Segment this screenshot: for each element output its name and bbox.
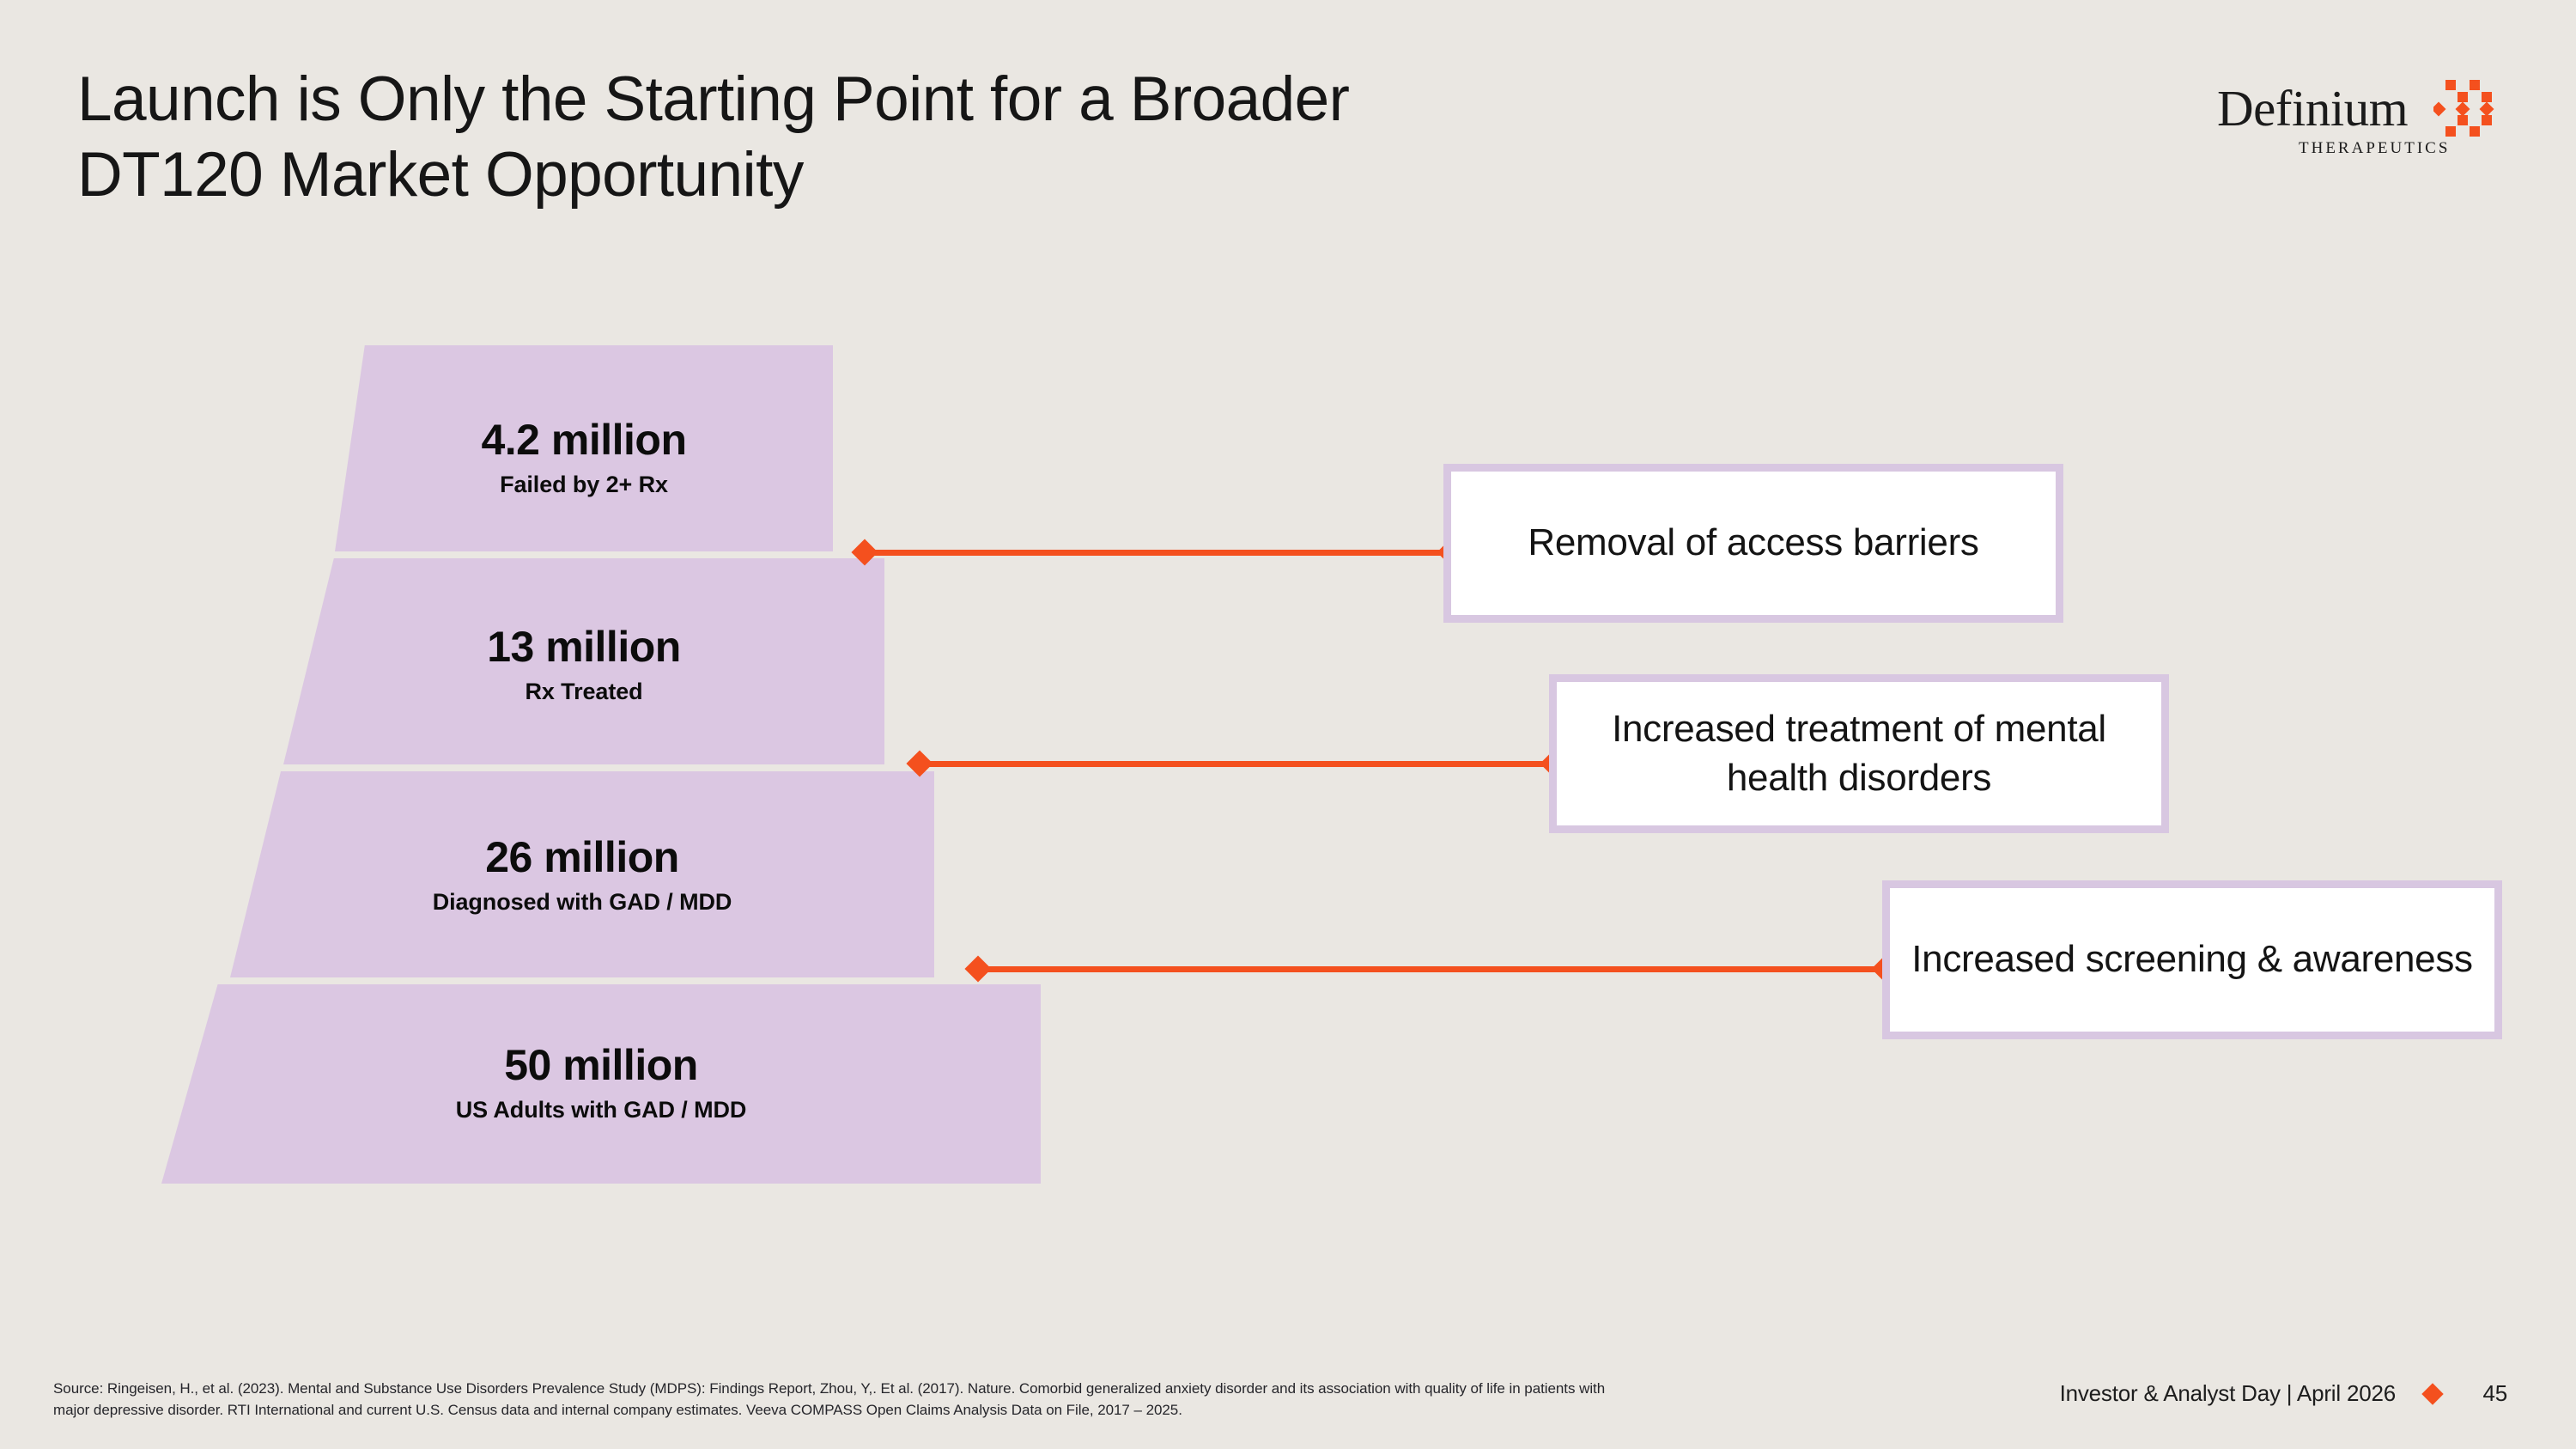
funnel-tier-1-shape — [335, 345, 833, 551]
funnel-tier-2[interactable]: 13 million Rx Treated — [283, 558, 884, 764]
connector-line-2 — [906, 750, 1567, 777]
slide-footer: Investor & Analyst Day | April 2026 45 — [2059, 1380, 2508, 1407]
connector-line-1 — [851, 539, 1464, 566]
callout-box-1[interactable]: Removal of access barriers — [1443, 464, 2063, 623]
connector-line-1-stroke — [864, 549, 1451, 556]
connector-3-start-diamond-icon — [964, 955, 992, 983]
funnel-tier-3-shape — [230, 771, 934, 977]
market-opportunity-funnel: 4.2 million Failed by 2+ Rx 13 million R… — [0, 0, 1116, 1245]
funnel-tier-4-shape — [161, 984, 1041, 1184]
connector-line-3 — [964, 955, 1899, 983]
funnel-tier-1[interactable]: 4.2 million Failed by 2+ Rx — [335, 345, 833, 551]
source-note: Source: Ringeisen, H., et al. (2023). Me… — [53, 1380, 1606, 1419]
funnel-tier-4[interactable]: 50 million US Adults with GAD / MDD — [161, 984, 1041, 1184]
callout-box-2-text: Increased treatment of mental health dis… — [1612, 708, 2106, 799]
company-logo: Definium THERAPEUTICS — [2217, 76, 2500, 170]
callout-box-3[interactable]: Increased screening & awareness — [1882, 880, 2502, 1039]
page-number: 45 — [2482, 1380, 2507, 1406]
diamond-icon — [2421, 1382, 2444, 1405]
funnel-tier-3[interactable]: 26 million Diagnosed with GAD / MDD — [230, 771, 934, 977]
connector-line-2-stroke — [919, 760, 1554, 767]
connector-2-start-diamond-icon — [906, 750, 933, 777]
page-title: Launch is Only the Starting Point for a … — [77, 64, 1350, 210]
funnel-tier-2-shape — [283, 558, 884, 764]
callout-box-2[interactable]: Increased treatment of mental health dis… — [1549, 674, 2169, 833]
logo-tagline: THERAPEUTICS — [2299, 139, 2451, 157]
diamond-lattice-icon — [2433, 80, 2494, 137]
callout-box-3-text: Increased screening & awareness — [1911, 938, 2473, 981]
footer-event-label: Investor & Analyst Day | April 2026 — [2059, 1380, 2397, 1406]
connector-line-3-stroke — [977, 965, 1886, 972]
callout-box-1-text: Removal of access barriers — [1528, 521, 1979, 564]
connector-1-start-diamond-icon — [851, 539, 878, 566]
logo-wordmark: Definium — [2217, 80, 2409, 137]
